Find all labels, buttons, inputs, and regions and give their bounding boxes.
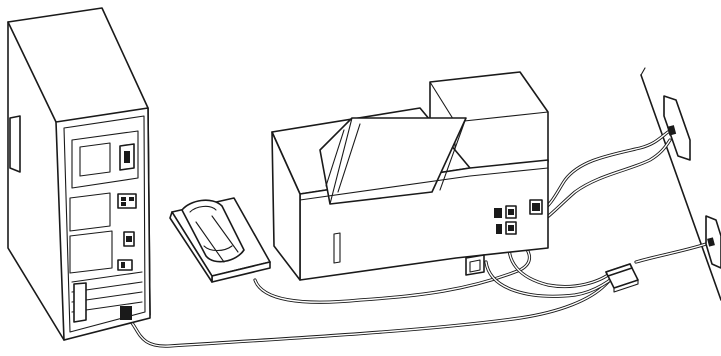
telephone-icon [170, 198, 270, 282]
cable-splitter-to-wall-lower [636, 242, 712, 262]
cable-computer-to-splitter [128, 270, 620, 346]
computer-tower-icon [8, 8, 150, 340]
splitter-icon [606, 264, 638, 292]
power-socket-icon [120, 144, 134, 170]
wall-phone-jack-lower-icon [706, 216, 721, 268]
wall [641, 68, 721, 300]
cable-printer-to-wall-upper [536, 132, 670, 226]
all-in-one-printer-icon [272, 72, 548, 280]
